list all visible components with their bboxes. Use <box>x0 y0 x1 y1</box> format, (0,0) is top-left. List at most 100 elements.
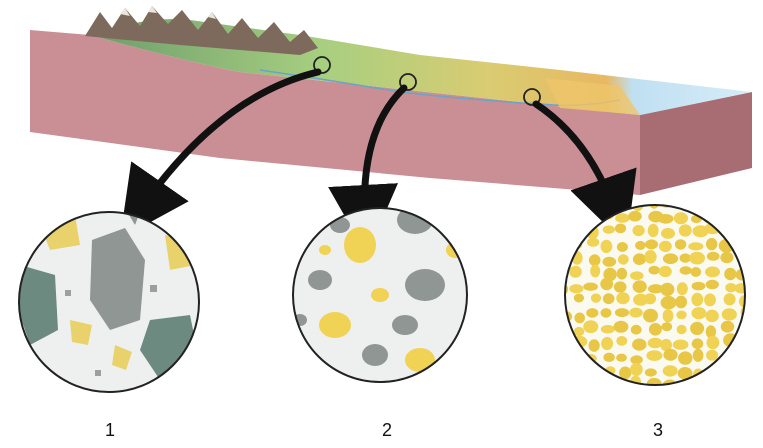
sand-grain <box>660 283 674 296</box>
sand-grain <box>616 336 627 346</box>
sand-grain <box>648 338 663 349</box>
sand-grain <box>706 379 716 390</box>
sand-grain <box>570 195 585 207</box>
sand-grain <box>658 214 673 224</box>
sand-grain <box>603 257 617 267</box>
sand-grain <box>707 252 720 261</box>
sand-grain <box>659 266 672 277</box>
sand-grain <box>649 323 662 336</box>
sand-grain <box>704 293 716 306</box>
sample-2-magnified <box>293 206 467 382</box>
sand-grain <box>616 292 629 304</box>
sand-grain <box>618 254 629 264</box>
sand-grain <box>661 228 675 239</box>
sand-grain <box>648 224 659 237</box>
sand-grain <box>740 322 751 333</box>
sand-grain <box>601 308 612 318</box>
sand-grain <box>601 240 613 253</box>
sand-grain <box>587 226 599 240</box>
sand-grain <box>705 310 718 323</box>
sand-grain <box>738 376 748 389</box>
sand-grain <box>706 238 717 250</box>
grain <box>344 227 376 263</box>
sand-grain <box>675 239 686 249</box>
sand-grain <box>679 224 692 236</box>
sand-grain <box>649 195 660 209</box>
sand-grain <box>570 352 583 363</box>
sample-label-1: 1 <box>90 420 130 441</box>
sand-grain <box>724 293 736 305</box>
sand-grain <box>590 265 600 278</box>
sand-grain <box>663 253 678 264</box>
sand-grain <box>560 240 571 252</box>
sand-grain <box>674 212 688 224</box>
sand-grain <box>691 293 703 307</box>
sand-grain <box>661 296 677 309</box>
sand-grain <box>690 322 704 335</box>
sand-grain <box>628 211 642 222</box>
grain <box>319 312 351 338</box>
mountain-snow <box>120 6 216 19</box>
sand-grain <box>571 378 587 388</box>
sand-grain <box>661 322 672 331</box>
sand-grain <box>740 243 752 252</box>
sand-grain <box>695 197 706 209</box>
sand-grain <box>643 309 658 323</box>
sand-grain <box>719 194 731 206</box>
sand-grain <box>692 338 704 349</box>
sample-label-3: 3 <box>638 420 678 441</box>
sand-grain <box>615 308 629 317</box>
sand-grain <box>739 196 752 207</box>
sand-grain <box>603 293 615 304</box>
sand-grain <box>589 339 600 352</box>
sand-grain <box>724 268 736 280</box>
grain <box>362 344 388 366</box>
sand-grain <box>707 336 720 350</box>
sand-grain <box>740 227 750 237</box>
sand-grain <box>735 364 746 375</box>
sand-grain <box>587 238 599 247</box>
sand-grain <box>645 239 658 249</box>
sand-grain <box>633 253 646 265</box>
sand-grain <box>616 354 627 362</box>
sand-grain <box>706 350 718 361</box>
sand-grain <box>558 311 572 323</box>
sand-grain <box>663 365 678 376</box>
sand-grain <box>663 349 677 361</box>
sand-grain <box>721 321 734 333</box>
sand-grain <box>721 364 737 373</box>
sand-grain <box>632 339 646 351</box>
sand-grain <box>703 211 718 224</box>
sand-grain <box>600 278 613 290</box>
sand-grain <box>603 353 614 362</box>
sample-label-2: 2 <box>367 420 407 441</box>
sand-grain <box>554 253 568 267</box>
sand-grain <box>646 350 662 361</box>
sand-grain <box>591 293 601 302</box>
sand-grain <box>679 382 690 391</box>
sand-grain <box>614 321 629 333</box>
sand-grain <box>586 308 598 318</box>
sand-grain <box>705 223 721 234</box>
grain <box>15 265 58 345</box>
sand-grain <box>678 351 692 364</box>
sand-grain <box>659 241 672 252</box>
sand-grain <box>720 252 733 263</box>
sand-grain <box>569 284 583 293</box>
sand-grain <box>644 250 656 264</box>
sand-grain <box>630 363 643 376</box>
grain <box>308 270 332 290</box>
sand-grain <box>663 309 674 322</box>
sand-grain <box>705 267 720 278</box>
sand-grain <box>735 283 749 293</box>
sand-grain <box>692 307 707 319</box>
sand-grain <box>722 308 737 320</box>
sand-grain <box>691 267 702 277</box>
grain <box>319 245 331 255</box>
grain <box>405 269 445 301</box>
sand-grain <box>557 380 567 393</box>
sand-grain <box>630 271 644 280</box>
sand-grain <box>601 337 613 350</box>
sand-grain <box>601 325 615 334</box>
sand-grain <box>574 313 585 324</box>
